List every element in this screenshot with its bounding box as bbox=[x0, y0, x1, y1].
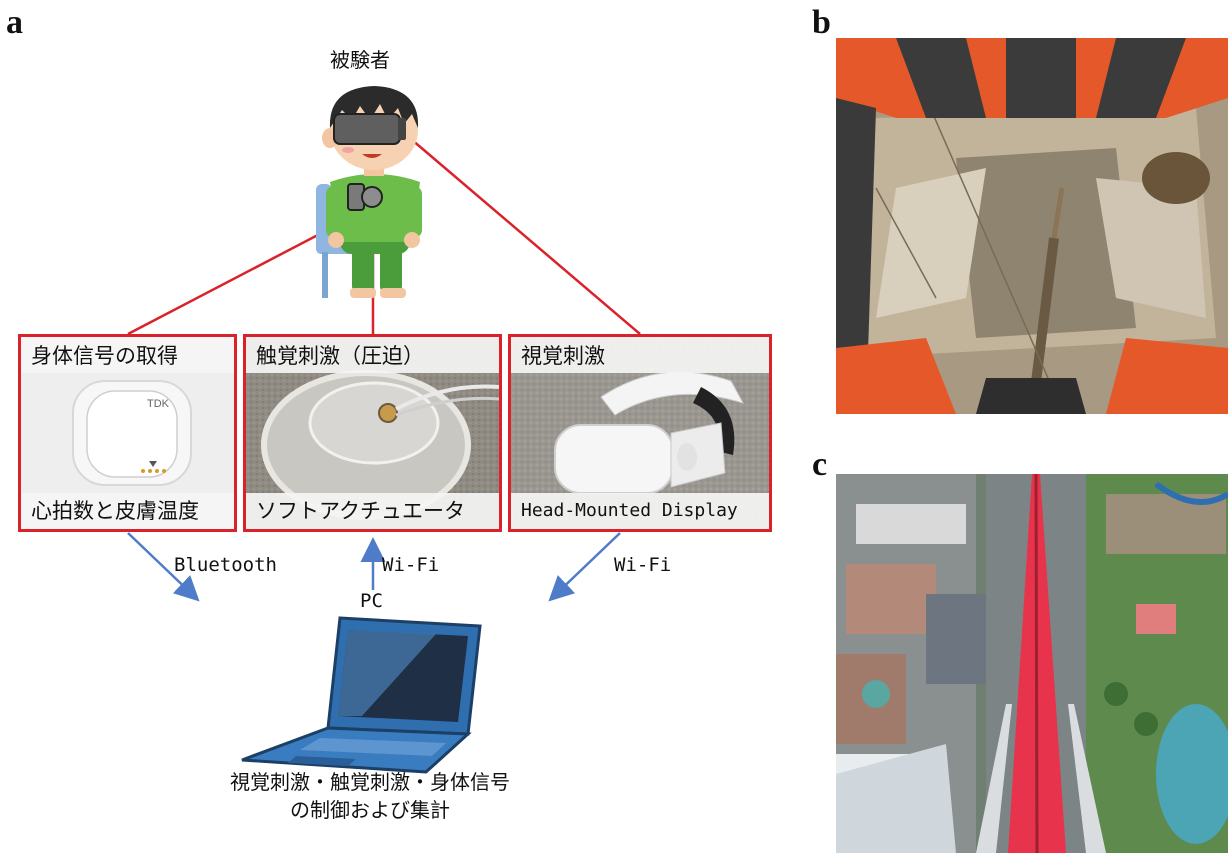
sensor-brand-label: TDK bbox=[147, 398, 170, 410]
box-visual: 視覚刺激 Head-Mounted Display bbox=[508, 334, 772, 532]
panel-label-a: a bbox=[6, 4, 23, 41]
panel-label-c: c bbox=[812, 446, 828, 483]
box-body-signal-title: 身体信号の取得 bbox=[21, 337, 234, 373]
pc-caption: 視覚刺激・触覚刺激・身体信号 の制御および集計 bbox=[160, 768, 580, 824]
box-haptic-footer: ソフトアクチュエータ bbox=[246, 493, 499, 529]
box-body-signal: 身体信号の取得 TDK 心拍数と皮膚温度 bbox=[18, 334, 237, 532]
pc-label: PC bbox=[360, 590, 383, 612]
real-coaster-image bbox=[836, 474, 1228, 853]
box-visual-footer: Head-Mounted Display bbox=[511, 493, 769, 529]
bluetooth-label: Bluetooth bbox=[174, 554, 277, 576]
box-haptic: 触覚刺激（圧迫） ソフトアクチュエータ bbox=[243, 334, 502, 532]
laptop-illustration bbox=[241, 616, 482, 774]
panel-label-b: b bbox=[812, 4, 831, 41]
vr-coaster-image bbox=[836, 38, 1228, 414]
subject-illustration bbox=[316, 86, 422, 298]
wifi-label-hmd: Wi-Fi bbox=[614, 554, 672, 576]
box-visual-title: 視覚刺激 bbox=[511, 337, 769, 373]
pc-caption-line1: 視覚刺激・触覚刺激・身体信号 bbox=[230, 770, 510, 794]
subject-label: 被験者 bbox=[330, 48, 390, 72]
box-body-signal-footer: 心拍数と皮膚温度 bbox=[21, 493, 234, 529]
box-haptic-title: 触覚刺激（圧迫） bbox=[246, 337, 499, 373]
wifi-label-haptic: Wi-Fi bbox=[382, 554, 440, 576]
pc-caption-line2: の制御および集計 bbox=[290, 798, 450, 822]
